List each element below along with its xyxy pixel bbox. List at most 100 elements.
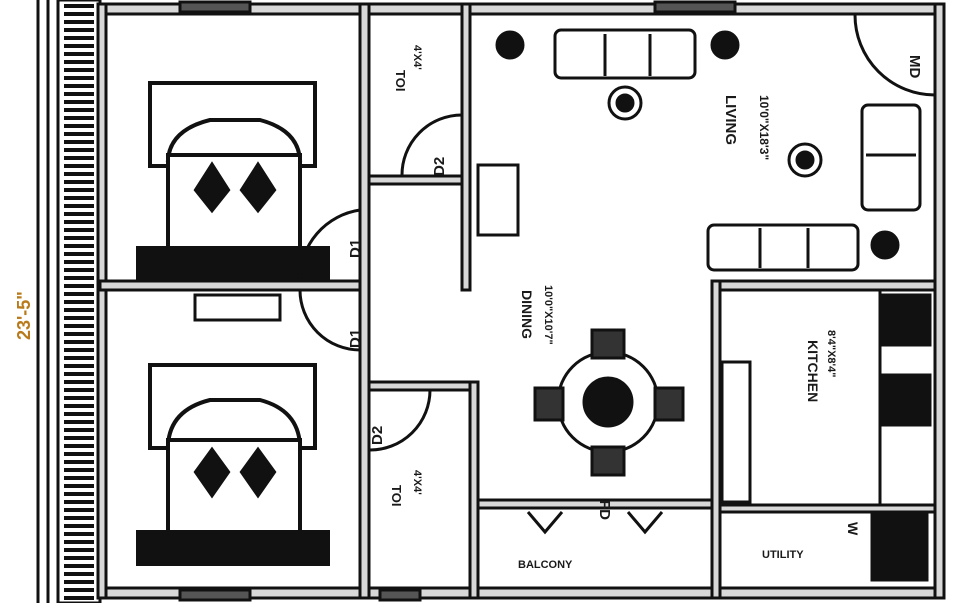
balcony-label: BALCONY (518, 559, 573, 571)
railing-bar (64, 572, 94, 576)
doors (298, 14, 936, 535)
railing-bar (64, 428, 94, 432)
door-d1-bottom-swing (298, 289, 361, 352)
railing-bar (64, 404, 94, 408)
front-door-label: FD (596, 500, 613, 520)
railing-bar (64, 60, 94, 64)
door-d1-top-label: D1 (347, 239, 364, 258)
railing-bar (64, 380, 94, 384)
railing-bar (64, 108, 94, 112)
railing-bar (64, 332, 94, 336)
railing-bar (64, 148, 94, 152)
railing-bar (64, 548, 94, 552)
railing-bar (64, 476, 94, 480)
railing-bar (64, 388, 94, 392)
kitchen-counter (720, 288, 937, 582)
railing-bar (64, 4, 94, 8)
main-door-label: MD (906, 55, 923, 78)
toilet-2-size: 4'X4' (411, 470, 423, 495)
railing-bar (64, 500, 94, 504)
railing-bar (64, 284, 94, 288)
railing-bar (64, 92, 94, 96)
railing-bar (64, 444, 94, 448)
kitchen-size: 8'4"X8'4" (825, 330, 837, 377)
railing-bar (64, 20, 94, 24)
door-d2-top-label: D2 (431, 157, 448, 176)
railing-bar (64, 492, 94, 496)
dining-size: 10'0"X10'7" (542, 285, 554, 345)
railing-bar (64, 68, 94, 72)
railing-bar (64, 12, 94, 16)
overall-dimension-line: 23'-5" (14, 0, 50, 603)
railing-bar (64, 52, 94, 56)
railing-bar (64, 316, 94, 320)
railing-bar (64, 508, 94, 512)
railing-bar (64, 484, 94, 488)
living-furniture (476, 28, 922, 272)
door-d1-bottom-label: D1 (347, 329, 364, 348)
railing-bar (64, 452, 94, 456)
toilet-1-size: 4'X4' (411, 45, 423, 70)
dining-table (533, 328, 685, 477)
door-d1-top-swing (298, 208, 361, 281)
railing-bar (64, 524, 94, 528)
railing-bar (64, 596, 94, 600)
kitchen-name: KITCHEN (805, 340, 821, 402)
railing-bar (64, 196, 94, 200)
railing-bar (64, 236, 94, 240)
living-size: 10'0"X18'3" (757, 95, 771, 160)
railing-bar (64, 420, 94, 424)
railing-bar (64, 36, 94, 40)
railing-bar (64, 564, 94, 568)
railing-bar (64, 156, 94, 160)
main-door-swing (853, 14, 936, 97)
railing-bar (64, 372, 94, 376)
railing-bar (64, 244, 94, 248)
railing-bar (64, 324, 94, 328)
railing-bar (64, 44, 94, 48)
railing-bar (64, 140, 94, 144)
toilet-2-name: TOI (389, 485, 404, 506)
railing-bar (64, 356, 94, 360)
railing-bar (64, 116, 94, 120)
door-d2-top-swing (400, 113, 463, 177)
railing-bar (64, 228, 94, 232)
railing-bar (64, 76, 94, 80)
left-balcony-railing (56, 0, 102, 603)
railing-bar (64, 516, 94, 520)
railing-bar (64, 252, 94, 256)
dining-name: DINING (519, 290, 535, 339)
railing-bar (64, 260, 94, 264)
front-door-left-leaf (526, 511, 564, 535)
railing-bar (64, 84, 94, 88)
railing-bar (64, 468, 94, 472)
railing-bar (64, 308, 94, 312)
railing-bar (64, 460, 94, 464)
railing-bar (64, 396, 94, 400)
railing-bar (64, 300, 94, 304)
railing-bar (64, 100, 94, 104)
railing-bar (64, 340, 94, 344)
railing-bar (64, 188, 94, 192)
railing-bar (64, 436, 94, 440)
railing-bar (64, 172, 94, 176)
railing-bar (64, 292, 94, 296)
door-d2-bottom-label: D2 (369, 426, 386, 445)
railing-bar (64, 212, 94, 216)
railing-bar (64, 348, 94, 352)
window-label: W (845, 522, 861, 536)
railing-bar (64, 540, 94, 544)
railing-bar (64, 124, 94, 128)
railing-bar (64, 364, 94, 368)
railing-bar (64, 532, 94, 536)
railing-bar (64, 580, 94, 584)
railing-bar (64, 132, 94, 136)
overall-dimension-label: 23'-5" (14, 291, 34, 340)
railing-bar (64, 276, 94, 280)
railing-bar (64, 588, 94, 592)
railing-bar (64, 28, 94, 32)
toilet-1-name: TOI (393, 70, 408, 91)
railing-bar (64, 204, 94, 208)
utility-label: UTILITY (762, 549, 804, 561)
living-name: LIVING (722, 95, 739, 145)
